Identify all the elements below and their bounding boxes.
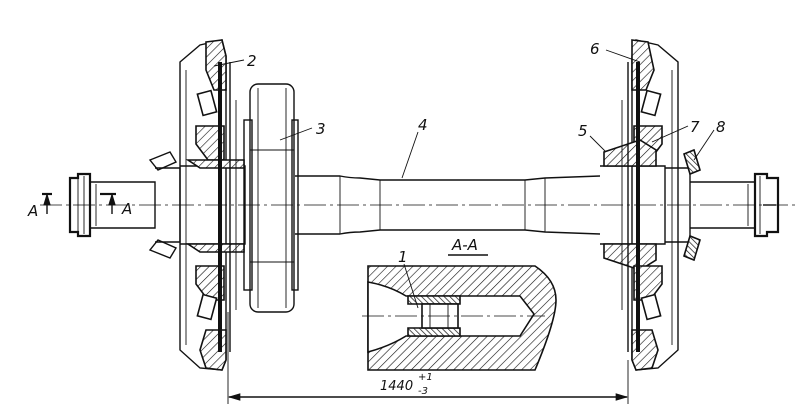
section-marker-inner-label: A: [121, 200, 132, 218]
section-marker-left: A: [27, 192, 52, 220]
dimension-1440: 1440 +1 -3: [227, 312, 629, 404]
section-title: A-A: [451, 236, 478, 254]
part-label-8: 8: [716, 118, 726, 136]
section-marker-inner: A: [100, 192, 132, 218]
section-marker-left-label: A: [27, 202, 38, 220]
part-label-5: 5: [578, 122, 588, 140]
dimension-lower-tol: -3: [418, 386, 428, 397]
part-label-3: 3: [316, 120, 326, 138]
right-wheel: [603, 39, 701, 371]
part-label-4: 4: [418, 116, 428, 134]
dimension-upper-tol: +1: [418, 372, 433, 383]
part-label-2: 2: [247, 52, 257, 70]
part-labels: 2 3 4 5 6 7 8 1: [213, 40, 726, 309]
gear-wheel: [243, 83, 299, 313]
section-a-a: [362, 265, 557, 371]
part-label-6: 6: [590, 40, 600, 58]
part-label-7: 7: [690, 118, 700, 136]
dimension-value: 1440: [380, 379, 413, 394]
part-label-1: 1: [398, 248, 408, 266]
left-wheel: [148, 39, 245, 371]
